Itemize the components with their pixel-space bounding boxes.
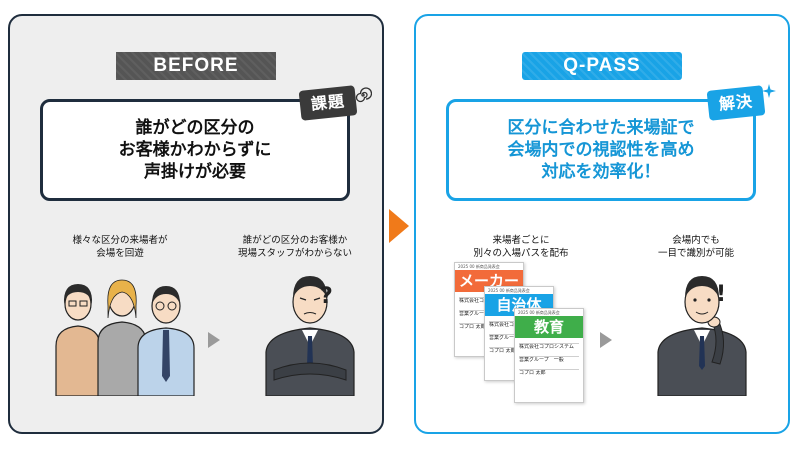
- before-caption-left: 様々な区分の来場者が 会場を回遊: [72, 235, 168, 259]
- pass-card-dept: 営業グループ 一般: [519, 357, 564, 363]
- before-step-arrow: [208, 332, 220, 348]
- after-caption-right: 会場内でも 一目で識別が可能: [657, 235, 734, 259]
- issue-badge: 課題: [298, 85, 372, 121]
- before-title: BEFORE: [116, 52, 276, 80]
- card-divider: [519, 369, 579, 370]
- recognizing-staff-illustration: [657, 276, 747, 396]
- pass-card-name: コプロ 太郎: [519, 370, 546, 376]
- after-message: 区分に合わせた来場証で 会場内での視認性を高め 対応を効率化！: [507, 118, 695, 182]
- pass-card-education: 2025 00 新商品発表会 教育 株式会社コプロシステム 営業グループ 一般 …: [514, 308, 584, 403]
- visitors-illustration: [55, 279, 195, 396]
- after-panel: Q-PASS 区分に合わせた来場証で 会場内での視認性を高め 対応を効率化！ 解…: [414, 14, 790, 434]
- pass-card-header: 2025 00 新商品発表会: [458, 264, 500, 269]
- after-message-box: 区分に合わせた来場証で 会場内での視認性を高め 対応を効率化！: [446, 99, 756, 201]
- card-divider: [519, 343, 579, 344]
- before-caption-right: 誰がどの区分のお客様か 現場スタッフがわからない: [237, 235, 352, 259]
- pass-card-company: 株式会社コプロシステム: [519, 344, 574, 350]
- question-mark: ?: [320, 284, 333, 309]
- before-to-after-arrow: [389, 209, 409, 243]
- pass-card-dept: 営業グループ: [459, 311, 489, 317]
- pass-card-name: コプロ 太郎: [459, 324, 486, 330]
- swirl-icon: [355, 87, 372, 103]
- confused-staff-illustration: [265, 276, 355, 396]
- pass-card-name: コプロ 太郎: [489, 348, 516, 354]
- before-panel: BEFORE 誰がどの区分の お客様かわからずに 声掛けが必要 課題 様々な区分…: [8, 14, 384, 434]
- after-title: Q-PASS: [522, 52, 682, 80]
- card-divider: [519, 356, 579, 357]
- solution-badge: 解決: [706, 84, 776, 121]
- pass-card-company: 株式会社コプロ: [489, 322, 525, 328]
- before-message-box: 誰がどの区分の お客様かわからずに 声掛けが必要: [40, 99, 350, 201]
- solution-badge-label: 解決: [706, 85, 766, 121]
- pass-card-company: 株式会社コプロ: [459, 298, 495, 304]
- after-step-arrow: [600, 332, 612, 348]
- issue-badge-label: 課題: [298, 85, 358, 121]
- visitor-man-right: [137, 286, 195, 396]
- pass-card-header: 2025 00 新商品発表会: [488, 288, 530, 293]
- exclamation-mark: !: [716, 282, 727, 307]
- before-message: 誰がどの区分の お客様かわからずに 声掛けが必要: [118, 118, 272, 182]
- pass-card-dept: 営業グループ: [489, 335, 519, 341]
- visitor-woman-left: [55, 284, 101, 396]
- pass-card-header: 2025 00 新商品発表会: [518, 310, 560, 315]
- pass-card-band: 教育: [515, 316, 583, 338]
- sparkle-icon: [762, 84, 776, 98]
- after-caption-left: 来場者ごとに 別々の入場パスを配布: [473, 235, 569, 259]
